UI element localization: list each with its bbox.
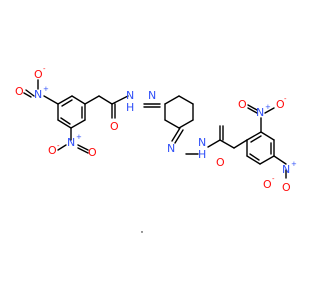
charge-minus-lower-2: - [272,175,275,183]
charge-plus-lower-2: + [291,160,297,168]
atom-nh-lower-n: N [198,136,206,149]
hydrazone-linker-bonds [141,103,161,233]
atom-o2-lower-2: O [282,181,291,194]
atom-nh-upper-h: H [126,101,134,114]
atom-n-upper-1: N [34,88,42,101]
atom-o-upper-2: O [48,144,57,157]
atom-o-lower-2: O [263,178,272,191]
lower-benzene-ring [246,131,275,165]
lower-ring-substituent-bonds [233,117,287,165]
atom-azine-n-lower: N [167,142,175,155]
upper-benzene-ring [57,95,86,129]
molecule-structure-diagram: O N + O - O - N + O O N H N N N H O N + … [15,65,297,233]
atom-amide-o-upper: O [110,120,119,133]
atom-labels: O N + O - O - N + O O N H N N N H O N + … [15,65,297,194]
atom-n-lower-1: N [256,106,264,119]
charge-minus-upper-2: - [57,142,60,150]
charge-minus-upper-1: - [43,65,46,73]
atom-o2-upper-2: O [88,146,97,159]
lower-hydrazone-bonds [171,125,235,155]
charge-plus-lower-1: + [265,103,271,111]
atom-nh-lower-h: H [198,148,206,161]
atom-nh-upper-n: N [126,89,134,102]
atom-o2-upper-1: O [34,68,43,81]
charge-plus-upper-1: + [43,85,49,93]
atom-o2-lower-1: O [238,98,247,111]
cyclohexane-ring [164,95,194,129]
charge-minus-lower-1: - [284,95,287,103]
upper-ring-substituent-bonds [43,95,129,141]
atom-amide-o-lower: O [216,156,225,169]
atom-n-lower-2: N [282,163,290,176]
atom-n-upper-2: N [67,136,75,149]
lower-nitro-bonds [247,104,287,179]
atom-o-upper-1: O [15,85,24,98]
atom-o-lower-1: O [276,98,285,111]
charge-plus-upper-2: + [76,133,82,141]
upper-nitro-bonds [23,79,89,154]
atom-azine-n-upper: N [148,89,156,102]
